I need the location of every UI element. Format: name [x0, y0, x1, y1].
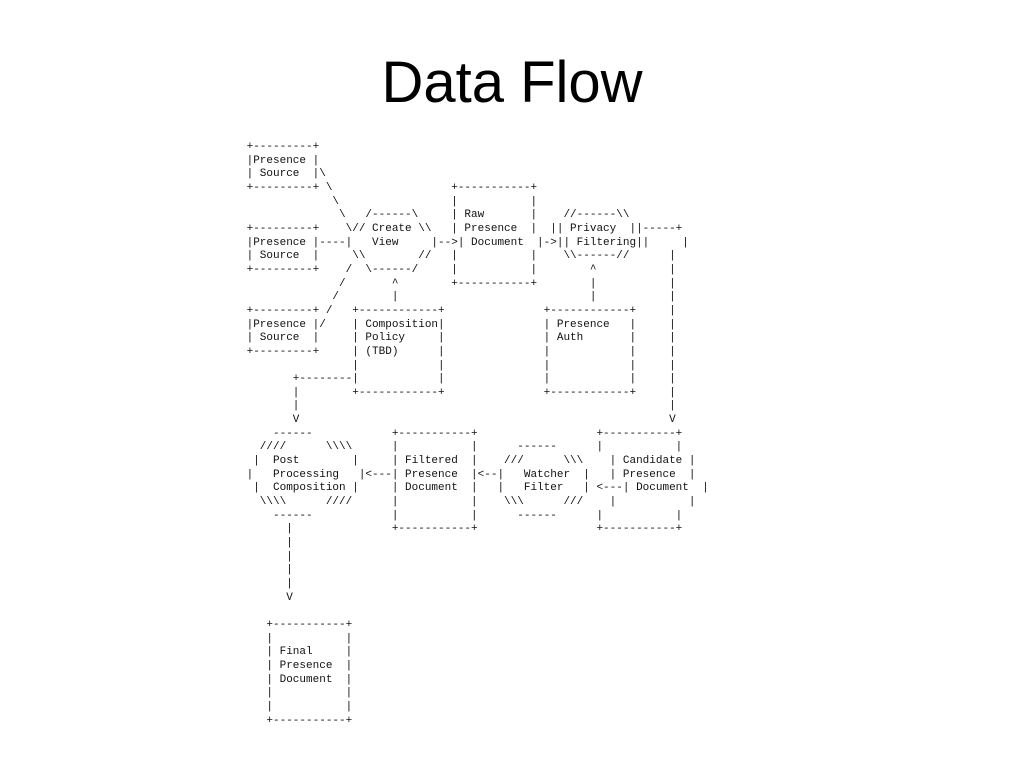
slide-title: Data Flow: [381, 50, 643, 115]
ascii-data-flow-diagram: +---------+ |Presence | | Source |\ +---…: [246, 141, 709, 727]
